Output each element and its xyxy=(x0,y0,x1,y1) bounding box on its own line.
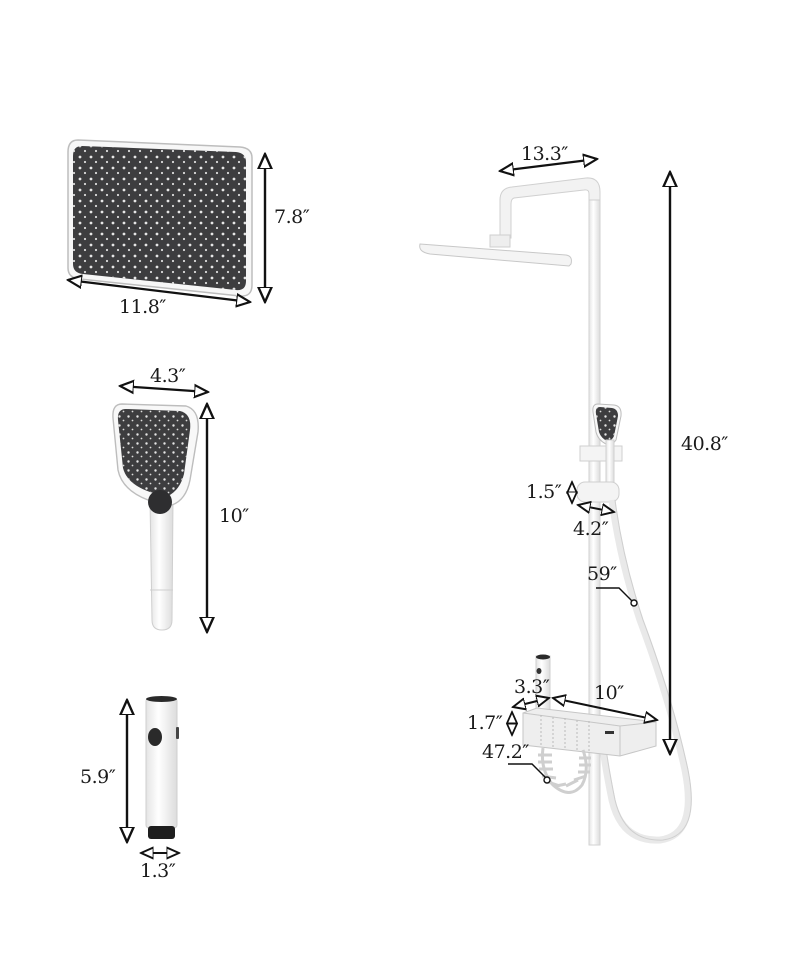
shower-column xyxy=(419,177,692,846)
hand-length-label: 10″ xyxy=(219,505,249,527)
sprayer-length-label: 5.9″ xyxy=(80,766,116,788)
hose-length-leader xyxy=(596,587,638,607)
bidet-sprayer xyxy=(145,696,179,839)
arm-reach-dimension xyxy=(500,159,597,171)
bracket-depth-dimension xyxy=(578,505,614,512)
head-width-dimension xyxy=(68,280,250,302)
shelf-depth-label: 3.3″ xyxy=(514,676,550,698)
hose-length-label: 59″ xyxy=(587,563,617,585)
head-width-label: 11.8″ xyxy=(119,296,166,318)
shelf-width-dimension xyxy=(553,698,657,720)
sprayer-diameter-label: 1.3″ xyxy=(140,860,176,882)
bracket-depth-label: 4.2″ xyxy=(573,518,609,540)
spring-hose-length-label: 47.2″ xyxy=(482,741,529,763)
spring-hose-coil xyxy=(538,747,591,794)
shelf-depth-dimension xyxy=(513,698,549,707)
shelf-width-label: 10″ xyxy=(594,682,624,704)
hand-width-label: 4.3″ xyxy=(150,365,186,387)
head-height-label: 7.8″ xyxy=(274,206,310,228)
hand-width-dimension xyxy=(120,386,208,392)
spring-hose-leader xyxy=(508,763,551,784)
rain-shower-head xyxy=(67,139,253,297)
total-height-label: 40.8″ xyxy=(681,433,728,455)
hand-shower xyxy=(112,403,199,631)
arm-reach-label: 13.3″ xyxy=(521,143,568,165)
shelf-height-label: 1.7″ xyxy=(467,712,503,734)
bracket-height-label: 1.5″ xyxy=(526,481,562,503)
